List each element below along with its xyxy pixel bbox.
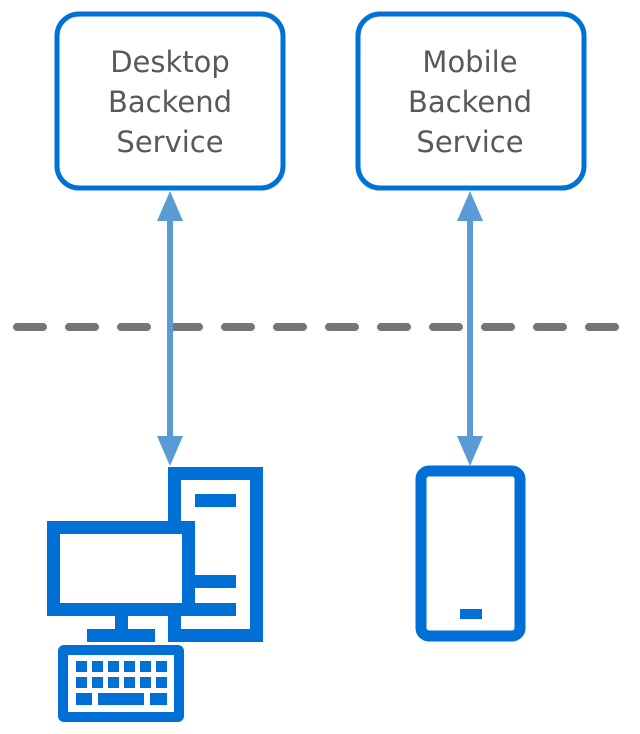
monitor-stand-base <box>87 629 155 642</box>
mobile-backend-service[interactable]: Mobile Backend Service <box>355 11 587 191</box>
keyboard-keys <box>76 661 167 705</box>
tower-icon <box>168 467 263 642</box>
mobile-service-box <box>355 11 587 191</box>
desktop-arrow-head-up <box>157 191 183 221</box>
desktop-service-box <box>54 11 286 191</box>
tower-slot-2 <box>190 603 236 616</box>
phone-home-button <box>460 609 482 619</box>
desktop-backend-service[interactable]: Desktop Backend Service <box>54 11 286 191</box>
monitor-stand-neck <box>115 616 128 631</box>
tower-slot-1 <box>190 575 236 588</box>
desktop-service-label-line-3: Service <box>116 125 223 159</box>
mobile-phone-icon[interactable] <box>415 465 526 642</box>
desktop-computer-icon[interactable] <box>47 467 263 722</box>
mobile-service-label-line-1: Mobile <box>422 45 517 79</box>
mobile-connection-arrow <box>457 191 483 466</box>
mobile-service-label-line-2: Backend <box>408 85 532 119</box>
tower-drive-slot <box>195 494 236 507</box>
desktop-arrow-head-down <box>157 436 183 466</box>
desktop-connection-arrow <box>157 191 183 466</box>
mobile-arrow-head-up <box>457 191 483 221</box>
desktop-service-label-line-1: Desktop <box>110 45 230 79</box>
monitor-backdrop <box>47 521 195 616</box>
desktop-service-label-line-2: Backend <box>108 85 232 119</box>
phone-body <box>415 465 526 642</box>
monitor-icon <box>47 521 195 616</box>
mobile-arrow-head-down <box>457 436 483 466</box>
mobile-service-label-line-3: Service <box>416 125 523 159</box>
